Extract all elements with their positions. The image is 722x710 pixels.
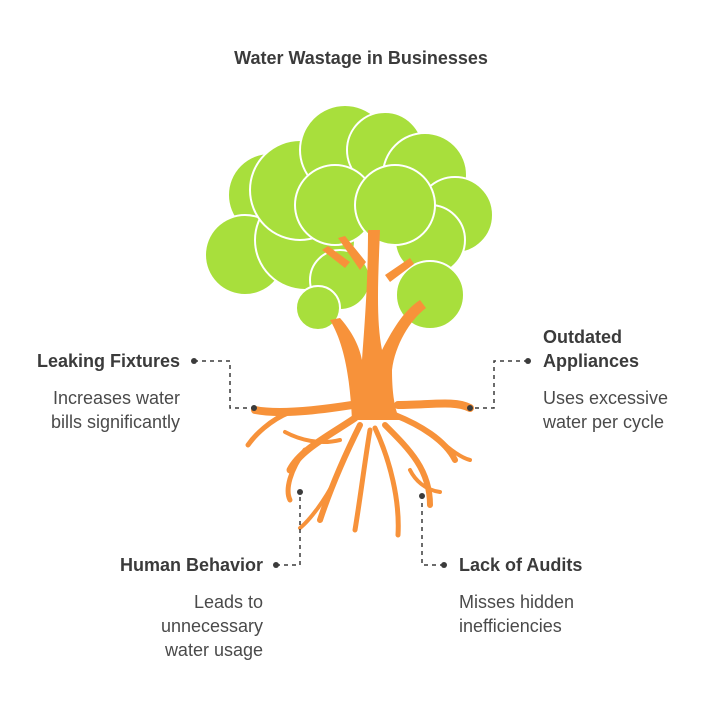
human-behavior-label: Human Behavior — [119, 555, 263, 575]
desc-line: Uses excessive — [543, 388, 669, 408]
outdated-appliances-desc: Uses excessive water per cycle — [543, 386, 713, 434]
label-line: Outdated — [543, 327, 622, 347]
desc-line: Leads to — [193, 592, 263, 612]
desc-line: Misses hidden — [459, 592, 575, 612]
tree-trunk — [322, 230, 426, 420]
connector-dots — [191, 358, 531, 568]
desc-line: bills significantly — [50, 412, 180, 432]
desc-line: water per cycle — [543, 412, 665, 432]
tree-foliage — [204, 104, 494, 331]
desc-line: water usage — [164, 640, 263, 660]
human-behavior-desc: Leads to unnecessary water usage — [60, 590, 263, 662]
leaking-fixtures-desc: Increases water bills significantly — [20, 386, 180, 434]
outdated-appliances-label: Outdated Appliances — [543, 325, 713, 373]
connectors — [194, 360, 528, 566]
desc-line: Increases water — [52, 388, 180, 408]
leaking-fixtures-label: Leaking Fixtures — [36, 351, 180, 371]
lack-of-audits-desc: Misses hidden inefficiencies — [459, 590, 659, 638]
desc-line: inefficiencies — [459, 616, 562, 636]
diagram-title: Water Wastage in Businesses — [234, 48, 488, 68]
label-line: Appliances — [543, 351, 640, 371]
desc-line: unnecessary — [160, 616, 263, 636]
tree-roots — [245, 399, 474, 538]
lack-of-audits-label: Lack of Audits — [459, 555, 583, 575]
